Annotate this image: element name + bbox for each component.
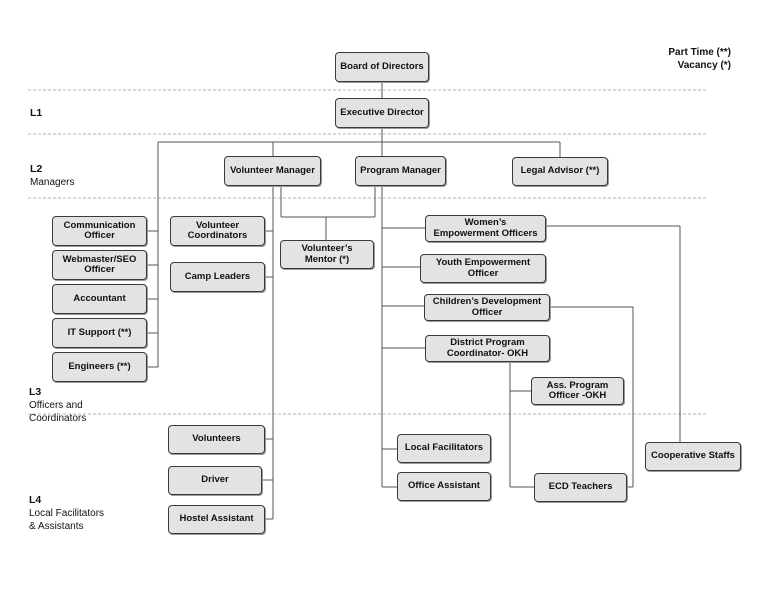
node-it-support: IT Support (**) xyxy=(52,318,147,348)
level-l3-code: L3 xyxy=(29,386,42,398)
node-volunteers: Volunteers xyxy=(168,425,265,454)
node-executive-director: Executive Director xyxy=(335,98,429,128)
legend-part-time: Part Time (**) xyxy=(668,47,731,58)
node-local-facilitators: Local Facilitators xyxy=(397,434,491,463)
node-womens-empowerment-officers: Women’s Empowerment Officers xyxy=(425,215,546,242)
node-engineers: Engineers (**) xyxy=(52,352,147,382)
node-district-program-coordinator: District Program Coordinator- OKH xyxy=(425,335,550,362)
legend-vacancy: Vacancy (*) xyxy=(677,60,731,71)
level-l2-code: L2 xyxy=(30,163,43,175)
node-webmaster-seo-officer: Webmaster/SEO Officer xyxy=(52,250,147,280)
node-childrens-development-officer: Children’s Development Officer xyxy=(424,294,550,321)
node-board-of-directors: Board of Directors xyxy=(335,52,429,82)
node-driver: Driver xyxy=(168,466,262,495)
node-ecd-teachers: ECD Teachers xyxy=(534,473,627,502)
level-l4-name: Local Facilitators & Assistants xyxy=(29,508,105,532)
level-l2-name: Managers xyxy=(30,177,75,188)
node-camp-leaders: Camp Leaders xyxy=(170,262,265,292)
level-l1-code: L1 xyxy=(30,107,43,119)
level-l4-code: L4 xyxy=(29,494,42,506)
node-communication-officer: Communication Officer xyxy=(52,216,147,246)
node-cooperative-staffs: Cooperative Staffs xyxy=(645,442,741,471)
node-legal-advisor: Legal Advisor (**) xyxy=(512,157,608,186)
node-volunteer-coordinators: Volunteer Coordinators xyxy=(170,216,265,246)
node-youth-empowerment-officer: Youth Empowerment Officer xyxy=(420,254,546,283)
node-ass-program-officer: Ass. Program Officer -OKH xyxy=(531,377,624,405)
node-accountant: Accountant xyxy=(52,284,147,314)
node-hostel-assistant: Hostel Assistant xyxy=(168,505,265,534)
node-volunteers-mentor: Volunteer’s Mentor (*) xyxy=(280,240,374,269)
level-l2-label: L2 Managers xyxy=(30,163,74,189)
level-l1-label: L1 xyxy=(30,107,42,120)
node-program-manager: Program Manager xyxy=(355,156,446,186)
legend: Part Time (**) Vacancy (*) xyxy=(600,46,731,72)
level-l3-name: Officers and Coordinators xyxy=(29,400,87,424)
node-office-assistant: Office Assistant xyxy=(397,472,491,501)
node-volunteer-manager: Volunteer Manager xyxy=(224,156,321,186)
